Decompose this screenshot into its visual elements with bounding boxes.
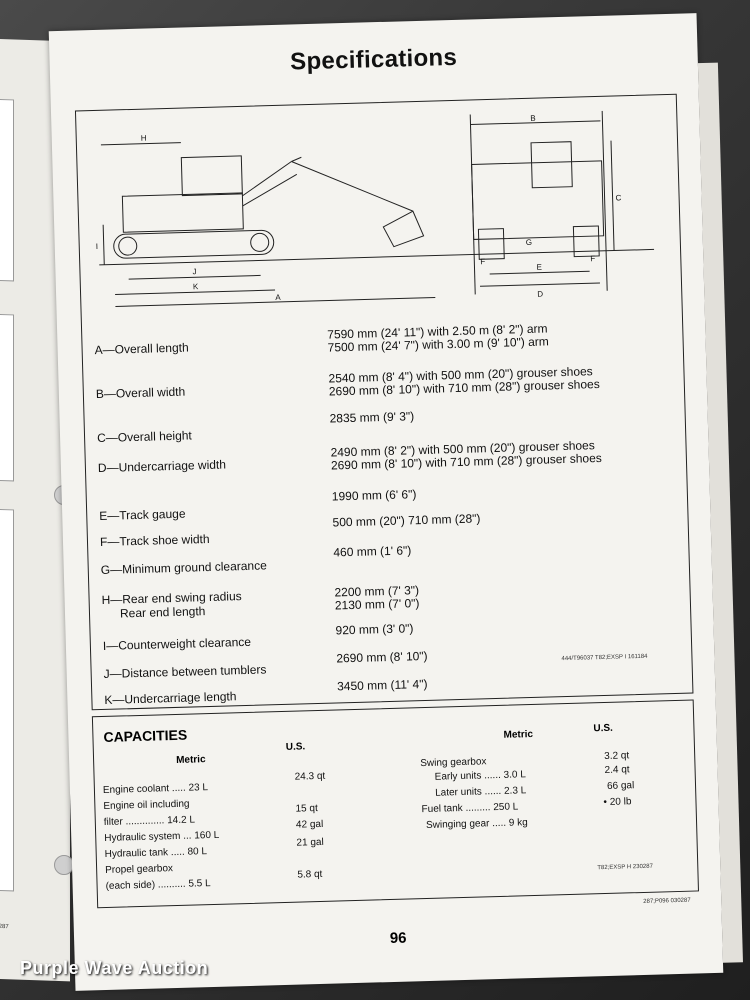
diagram-label: C [615,193,621,202]
spec-row-counterweight-clearance: I—Counterweight clearance 920 mm (3' 0") [91,621,691,653]
spec-value: 2835 mm (9' 3") [329,409,415,426]
diagram-label: G [526,238,532,247]
capacity-us: 2.4 qt [604,764,630,776]
spec-label: G—Minimum ground clearance [100,558,267,577]
page-number: 96 [389,929,407,948]
diagram-label: A [275,293,281,302]
diagram-label: D [537,290,543,299]
spec-row-ground-clearance: G—Minimum ground clearance 460 mm (1' 6"… [89,543,689,577]
spec-label: F—Track shoe width [99,531,210,549]
spec-label: B—Overall width [95,384,186,402]
capacity-item: Early units ...... 3.0 L [434,769,526,783]
capacities-ref-code: 287;P096 030287 [643,897,691,905]
page-title: Specifications [289,43,458,76]
spec-values: 3450 mm (11' 4") [336,671,677,694]
capacity-us: 3.2 qt [604,750,630,763]
diagram-label: J [192,267,196,276]
diagram-label: H [141,134,147,143]
spec-label-group: H—Rear end swing radius Rear end length [101,587,302,621]
spec-label: J—Distance between tumblers [103,662,267,681]
capacity-item: Hydraulic tank ..... 80 L [104,846,208,860]
spec-value: 1990 mm (6' 6") [331,487,417,504]
spec-values: 7590 mm (24' 11") with 2.50 m (8' 2") ar… [327,319,668,354]
capacity-us: 15 qt [295,803,318,815]
metric-header: Metric [175,754,206,766]
diagram-label: I [96,242,98,251]
left-page-box [0,313,14,482]
capacity-item: Later units ...... 2.3 L [434,785,527,799]
spec-value: 920 mm (3' 0") [335,621,414,638]
spec-row-overall-height: C—Overall height 2835 mm (9' 3") [85,409,685,445]
us-header: U.S. [285,741,306,753]
watermark: Purple Wave Auction [20,958,209,978]
capacity-us: 24.3 qt [294,770,326,783]
capacity-item: Engine coolant ..... 23 L [102,782,209,797]
diagram-label: E [536,263,542,272]
spec-value: 500 mm (20") 710 mm (28") [332,511,481,530]
spec-row-undercarriage-length: K—Undercarriage length 3450 mm (11' 4") [92,677,692,707]
diagram-label: F [480,257,485,266]
excavator-diagram: H J K I A B C E F G F D [96,110,655,307]
spec-values: 2490 mm (8' 2") with 500 mm (20") grouse… [330,437,671,472]
spec-row-track-gauge: E—Track gauge 1990 mm (6' 6") [87,487,687,523]
capacity-us: 42 gal [295,818,324,831]
left-page-code: 30287 [0,923,9,931]
left-page-box [0,98,14,282]
capacity-item: (each side) .......... 5.5 L [105,878,211,892]
capacity-item: Engine oil including [103,798,190,813]
spec-row-overall-width: B—Overall width 2540 mm (8' 4") with 500… [84,364,684,401]
spec-row-track-shoe-width: F—Track shoe width 500 mm (20") 710 mm (… [88,511,688,549]
diagram-label: F [590,254,595,263]
spec-value: 3450 mm (11' 4") [336,676,428,694]
diagram-label: K [193,282,199,291]
spec-label: C—Overall height [96,428,192,446]
manual-page: Specifications [48,13,743,991]
capacity-item: Hydraulic system ... 160 L [104,829,220,844]
capacity-us: 21 gal [296,836,324,849]
spec-ref-code: 444/T96037 T82;EXSP I 161184 [561,653,648,663]
capacity-item: Fuel tank ......... 250 L [421,801,519,816]
spec-label: E—Track gauge [99,506,186,524]
spec-values: 920 mm (3' 0") [335,615,675,637]
capacity-us: 66 gal [606,780,635,792]
diagram-label: B [530,114,536,123]
capacity-item: Propel gearbox [105,863,174,876]
us-header: U.S. [593,722,614,735]
capacity-item: filter .............. 14.2 L [103,814,196,829]
spec-values: 1990 mm (6' 6") [332,481,672,503]
spec-values: 460 mm (1' 6") [333,537,673,559]
spec-label: K—Undercarriage length [104,689,237,707]
capacity-item: Swinging gear ..... 9 kg [425,817,528,832]
spec-values: 500 mm (20") 710 mm (28") [332,507,672,529]
spec-values: 2540 mm (8' 4") with 500 mm (20") grouse… [328,363,669,398]
spec-label: I—Counterweight clearance [102,634,252,653]
capacities-title: CAPACITIES [103,726,188,745]
spec-values: 2835 mm (9' 3") [329,403,669,425]
capacity-us: 5.8 qt [297,868,323,881]
capacities-box: CAPACITIES Metric U.S. Metric U.S. Engin… [91,699,699,909]
metric-header: Metric [503,728,534,741]
spec-row-undercarriage-width: D—Undercarriage width 2490 mm (8' 2") wi… [86,438,686,475]
spec-row-swing-radius: H—Rear end swing radius Rear end length … [89,577,689,620]
specifications-box: H J K I A B C E F G F D A—Overall length… [74,93,694,711]
capacities-ref-code: T82;EXSP H 230287 [597,863,653,872]
capacity-us: • 20 lb [603,796,632,809]
left-page-box [0,508,14,892]
spec-row-overall-length: A—Overall length 7590 mm (24' 11") with … [82,321,682,357]
spec-value: 460 mm (1' 6") [333,543,412,560]
capacity-item: Swing gearbox [420,756,487,770]
spec-label: A—Overall length [94,340,189,358]
spec-values: 2200 mm (7' 3") 2130 mm (7' 0") [334,577,675,612]
spec-label: D—Undercarriage width [97,457,227,476]
